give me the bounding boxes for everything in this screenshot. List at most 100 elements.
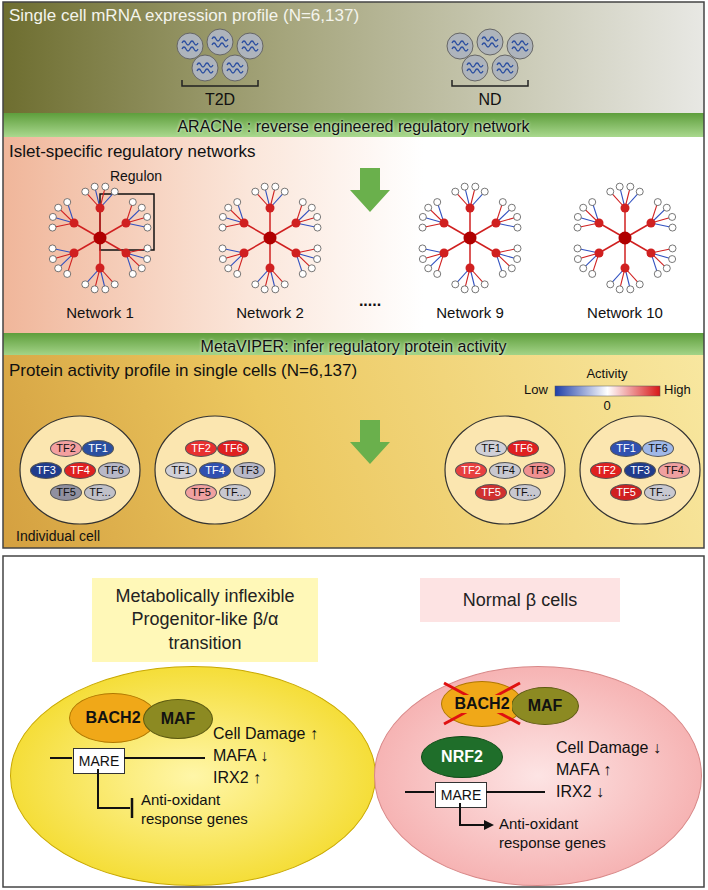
label-holder: TF4 bbox=[199, 462, 231, 479]
label-holder: TF4 bbox=[658, 462, 690, 479]
network-regulator bbox=[491, 249, 500, 258]
network-target bbox=[508, 265, 515, 272]
node-text: MAF bbox=[161, 710, 196, 728]
network-label: Network 9 bbox=[436, 304, 504, 321]
label-holder: Regulon bbox=[110, 168, 162, 184]
network-label: Regulon bbox=[110, 168, 162, 184]
flow-arrow bbox=[350, 168, 390, 212]
network-target bbox=[111, 188, 118, 195]
node-text: MAFA ↓ bbox=[213, 747, 268, 765]
node-text: NRF2 bbox=[441, 748, 483, 766]
activation-line bbox=[460, 803, 486, 825]
mrna-squiggle bbox=[227, 69, 243, 73]
protein-oval: MAF bbox=[511, 687, 579, 725]
network-regulator bbox=[70, 219, 79, 228]
legend-label: Activity bbox=[586, 366, 627, 381]
label-holder: Activity bbox=[586, 366, 627, 381]
mrna-squiggle bbox=[227, 63, 243, 67]
network-target bbox=[654, 199, 661, 206]
network-target bbox=[607, 281, 614, 288]
tf-label: TF2 bbox=[185, 440, 217, 457]
node-text: MAF bbox=[528, 697, 563, 715]
cell-circle: Cell Damage ↓ MAFA ↑ IRX2 ↓ Anti-oxidant re… bbox=[374, 666, 702, 886]
label-holder: Network 9 bbox=[436, 304, 504, 321]
group-label: ND bbox=[478, 91, 501, 109]
network-target bbox=[144, 245, 151, 252]
node-text: MAFA ↑ bbox=[556, 761, 611, 779]
network-hub bbox=[94, 232, 107, 245]
label-holder: TF3 bbox=[523, 462, 555, 479]
tf-label: TF1 bbox=[610, 440, 642, 457]
network-target bbox=[508, 204, 515, 211]
node-text: Normal β cells bbox=[463, 590, 577, 611]
network-target bbox=[225, 265, 232, 272]
cell-outline bbox=[20, 416, 140, 524]
network-target bbox=[616, 286, 623, 293]
network-target bbox=[225, 204, 232, 211]
label-holder: T2D bbox=[205, 91, 235, 109]
network-regulator bbox=[646, 249, 655, 258]
network-target bbox=[580, 265, 587, 272]
network-regulator bbox=[121, 249, 130, 258]
network-regulator bbox=[440, 249, 449, 258]
network-target bbox=[636, 188, 643, 195]
text-holder: Islet-specific regulatory networks bbox=[9, 142, 256, 162]
network-target bbox=[472, 286, 479, 293]
network-target bbox=[425, 204, 432, 211]
label-holder: TF2 bbox=[455, 462, 487, 479]
text-holder: Cell Damage ↓ bbox=[556, 739, 661, 757]
tf-label: TF3 bbox=[523, 462, 555, 479]
network-target bbox=[314, 245, 321, 252]
node-text: IRX2 ↓ bbox=[556, 783, 604, 801]
mrna-squiggle bbox=[467, 69, 483, 73]
network-target bbox=[574, 256, 581, 263]
tf-label: TF6 bbox=[507, 440, 539, 457]
protein-oval: NRF2 bbox=[421, 736, 503, 778]
label-holder: TF1 bbox=[165, 462, 197, 479]
network-target bbox=[55, 265, 62, 272]
state-label-box: Metabolically inflexible Progenitor-like… bbox=[92, 578, 318, 662]
network-target bbox=[669, 256, 676, 263]
text-holder: Anti-oxidant response genes bbox=[141, 791, 261, 829]
dna-line bbox=[405, 791, 434, 793]
network-target bbox=[219, 245, 226, 252]
network-target bbox=[514, 245, 521, 252]
network-regulator bbox=[595, 219, 604, 228]
label-holder: TF5 bbox=[475, 484, 507, 501]
single-cell bbox=[477, 29, 503, 55]
network-regulator bbox=[266, 264, 275, 273]
network-target bbox=[514, 213, 521, 220]
tf-label: TF1 bbox=[475, 440, 507, 457]
top-panel-frame bbox=[3, 2, 704, 548]
text-holder: Single cell mRNA expression profile (N=6… bbox=[9, 6, 359, 26]
group-bracket bbox=[182, 80, 258, 86]
network-target bbox=[91, 286, 98, 293]
network-target bbox=[669, 213, 676, 220]
node-text: Metabolically inflexible Progenitor-like… bbox=[96, 585, 314, 655]
dna-line bbox=[486, 791, 545, 793]
network-target bbox=[452, 188, 459, 195]
legend-label: 0 bbox=[603, 398, 610, 413]
label-holder: TF3 bbox=[624, 462, 656, 479]
text-holder: Protein activity profile in single cells… bbox=[9, 361, 357, 381]
text-holder: Anti-oxidant response genes bbox=[499, 815, 624, 853]
label-holder: TF2 bbox=[50, 440, 82, 457]
label-holder: TF5 bbox=[610, 484, 642, 501]
network-target bbox=[144, 256, 151, 263]
network-target bbox=[574, 213, 581, 220]
network-target bbox=[472, 183, 479, 190]
label-holder: TF3 bbox=[30, 462, 62, 479]
network-target bbox=[281, 281, 288, 288]
tf-label: TF2 bbox=[50, 440, 82, 457]
mrna-squiggle bbox=[512, 41, 528, 45]
label-holder: 0 bbox=[603, 398, 610, 413]
network-target bbox=[129, 199, 136, 206]
network-target bbox=[481, 188, 488, 195]
group-label: T2D bbox=[205, 91, 235, 109]
network-target bbox=[272, 183, 279, 190]
activity-colorbar bbox=[555, 386, 660, 396]
node-text: Cell Damage ↑ bbox=[213, 725, 318, 743]
cross-mark bbox=[444, 683, 520, 724]
network-regulator bbox=[291, 219, 300, 228]
network-target bbox=[636, 281, 643, 288]
